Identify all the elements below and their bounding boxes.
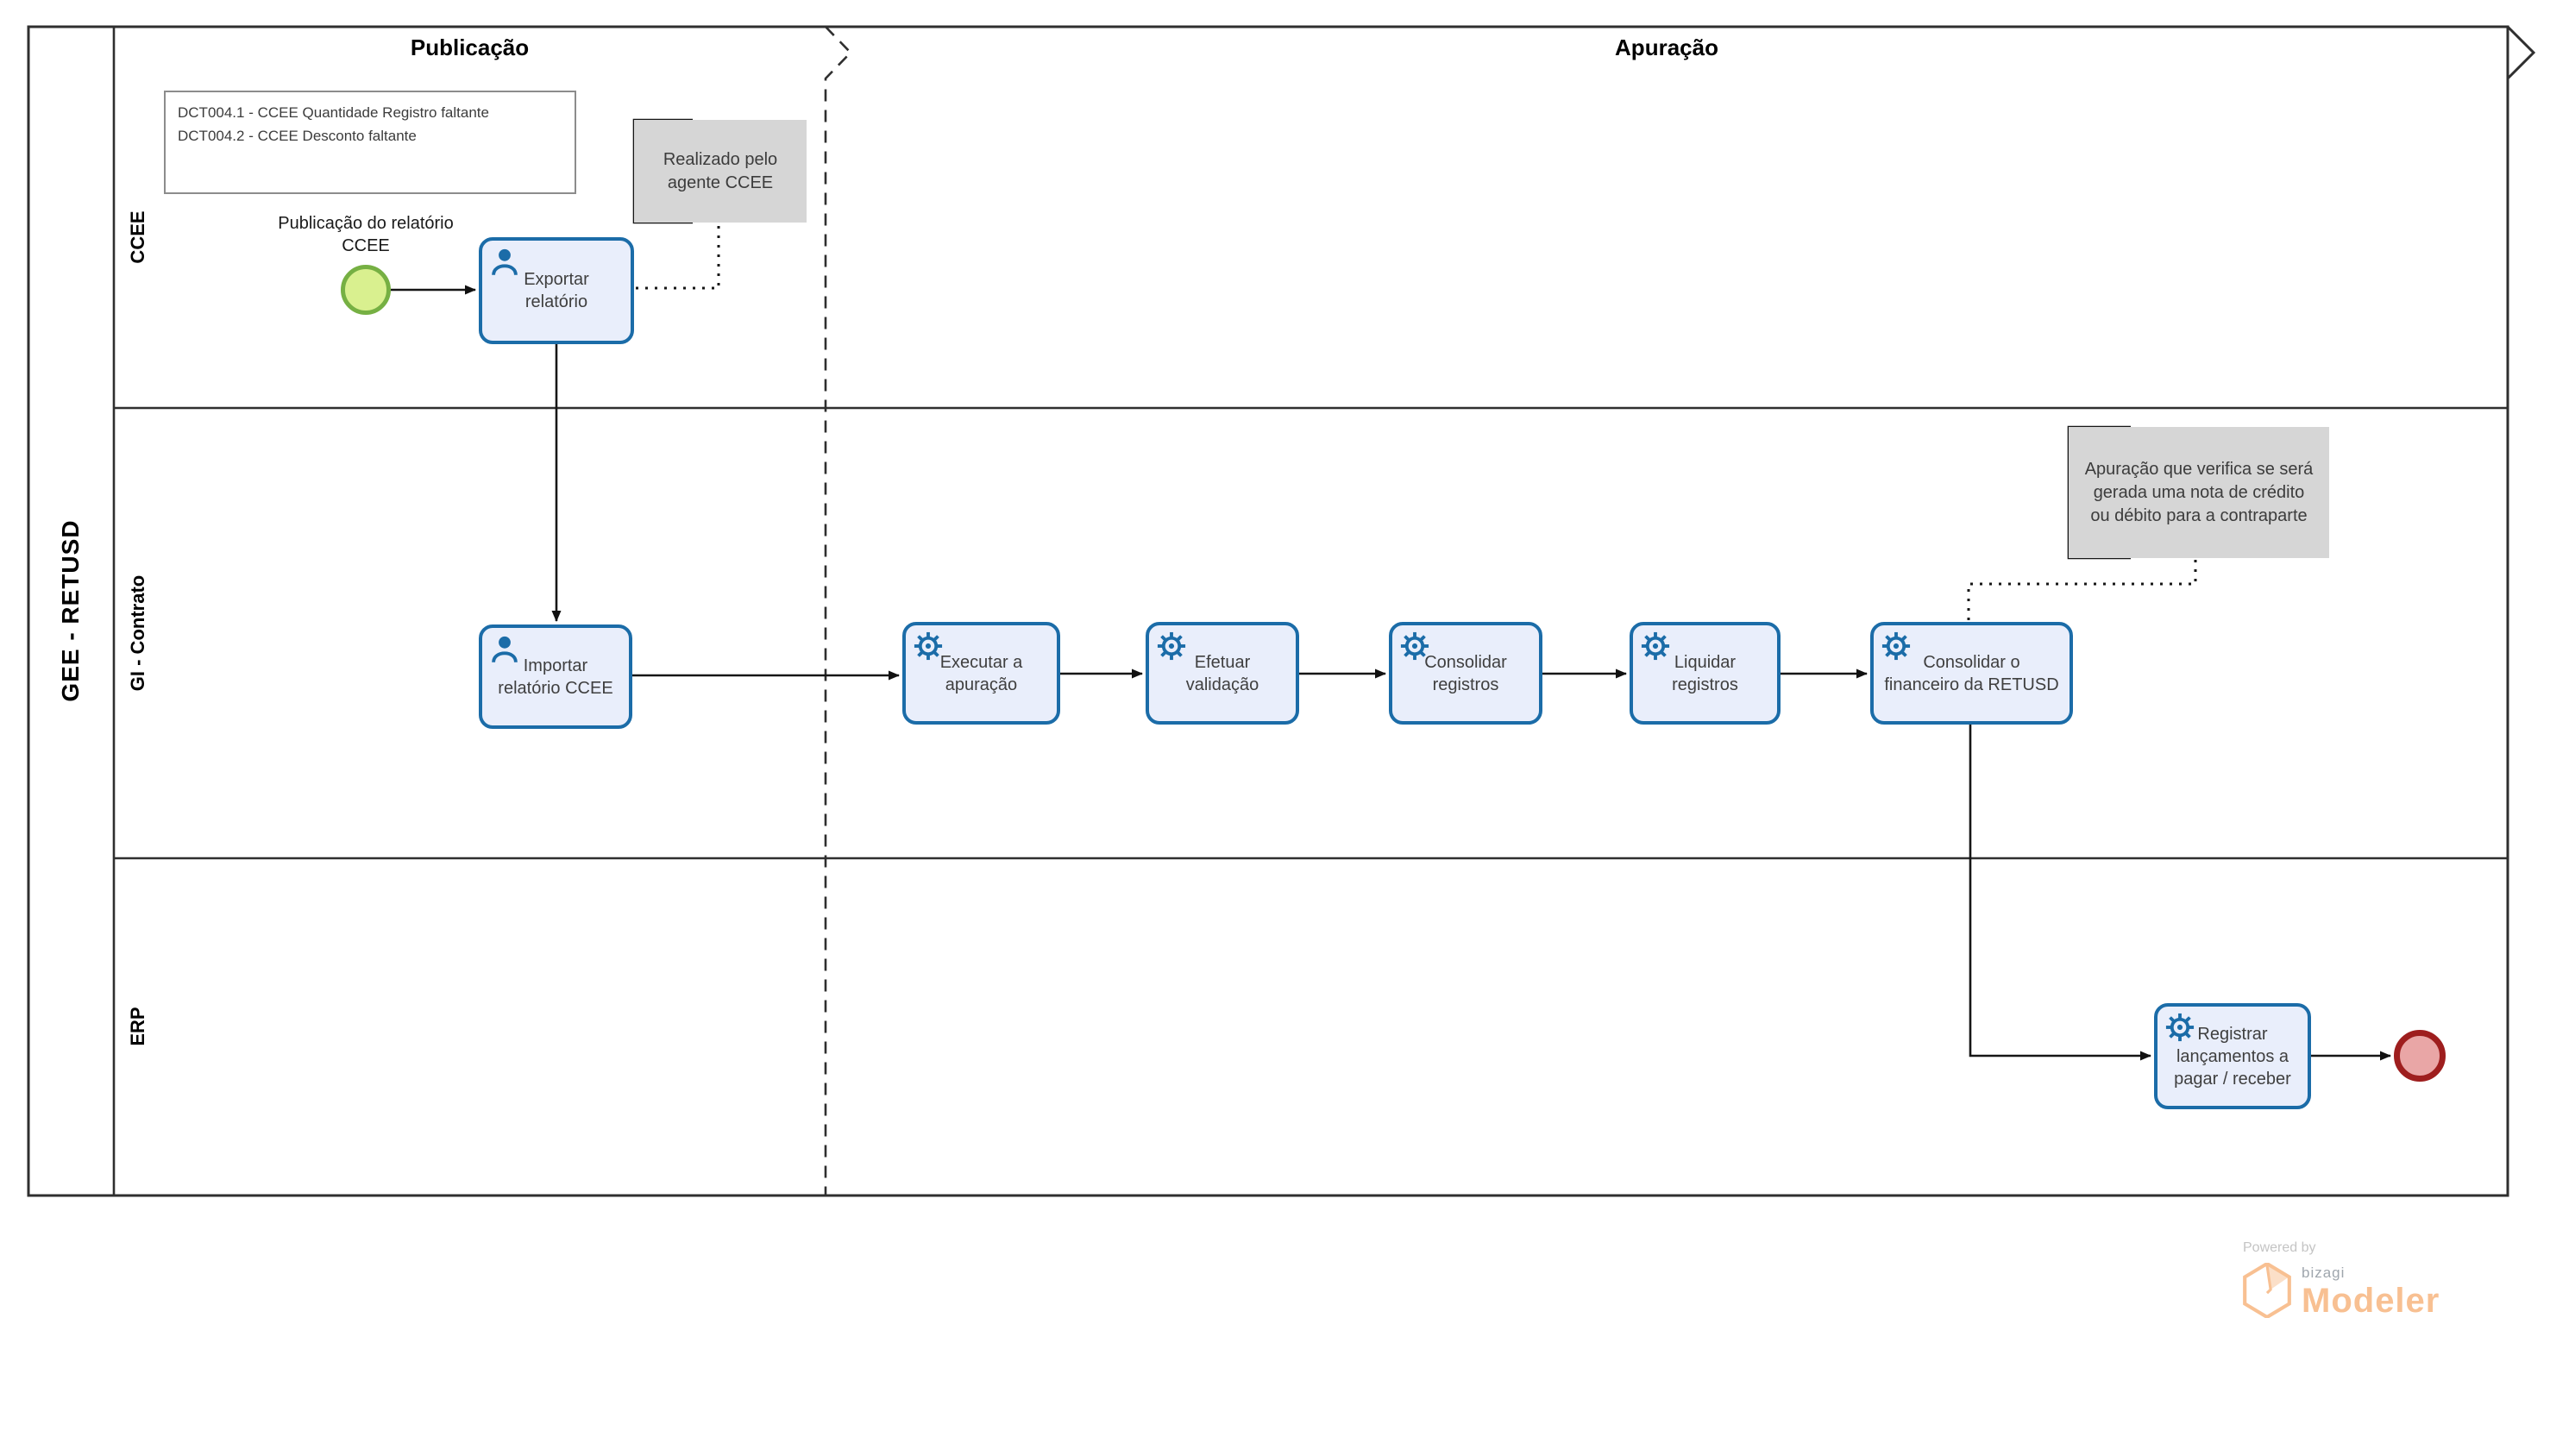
task-label: Consolidar o financeiro da RETUSD [1884,652,2059,694]
task-efetuar-validacao[interactable]: Efetuar validação [1146,622,1299,725]
task-label: Exportar relatório [524,270,589,311]
task-consolidar-financeiro[interactable]: Consolidar o financeiro da RETUSD [1870,622,2073,725]
phase-label-apuracao: Apuração [1615,35,1718,60]
task-label: Registrar lançamentos a pagar / receber [2174,1024,2291,1089]
lane-label-ccee: CCEE [127,210,148,264]
phase-label-publicacao: Publicação [410,35,530,60]
annotation-nota-credito[interactable]: Apuração que verifica se será gerada uma… [2069,427,2329,558]
powered-by-text: Powered by [2243,1240,2316,1255]
pool-frame [27,25,2536,1197]
service-gear-icon [2164,1012,2195,1043]
bizagi-hexagon-icon [2243,1263,2291,1318]
modeler-wordmark: Modeler [2302,1282,2440,1320]
lane-label-gi-contrato: GI - Contrato [127,574,148,692]
user-task-icon [489,246,520,277]
pool-label: GEE - RETUSD [57,519,84,702]
service-gear-icon [1399,631,1430,662]
milestone-separator [824,26,852,1196]
bizagi-wordmark: bizagi [2302,1265,2346,1281]
pool-header-chevron [2506,25,2536,80]
start-event-label: Publicação do relatório CCEE [278,214,454,255]
sequence-flows[interactable] [391,285,2391,1061]
annotation-brackets [632,118,2131,560]
user-task-icon [489,633,520,664]
task-importar-relatorio-ccee[interactable]: Importar relatório CCEE [479,624,632,729]
task-registrar-lancamentos[interactable]: Registrar lançamentos a pagar / receber [2154,1003,2311,1109]
bizagi-modeler-branding: Powered by bizagi Modeler [2243,1240,2519,1318]
task-label: Executar a apuração [939,652,1023,694]
task-consolidar-registros[interactable]: Consolidar registros [1389,622,1542,725]
association-exportar-realizado [636,224,720,290]
association-financeiro-nota [1967,560,2197,620]
start-event[interactable] [341,265,391,315]
service-gear-icon [1640,631,1671,662]
service-gear-icon [913,631,944,662]
task-label: Liquidar registros [1672,652,1738,694]
task-exportar-relatorio[interactable]: Exportar relatório [479,237,634,344]
task-label: Importar relatório CCEE [498,656,613,698]
annotation-dct[interactable]: DCT004.1 - CCEE Quantidade Registro falt… [164,91,576,194]
service-gear-icon [1156,631,1187,662]
flow-financeiro-to-registrar [1969,725,2151,1061]
lane-label-erp: ERP [127,1007,148,1046]
annotation-realizado[interactable]: Realizado pelo agente CCEE [634,120,807,223]
task-executar-apuracao[interactable]: Executar a apuração [902,622,1060,725]
associations[interactable] [636,224,2197,620]
task-label: Consolidar registros [1424,652,1507,694]
service-gear-icon [1881,631,1912,662]
end-event[interactable] [2394,1030,2446,1082]
task-label: Efetuar validação [1185,652,1259,694]
task-liquidar-registros[interactable]: Liquidar registros [1630,622,1781,725]
